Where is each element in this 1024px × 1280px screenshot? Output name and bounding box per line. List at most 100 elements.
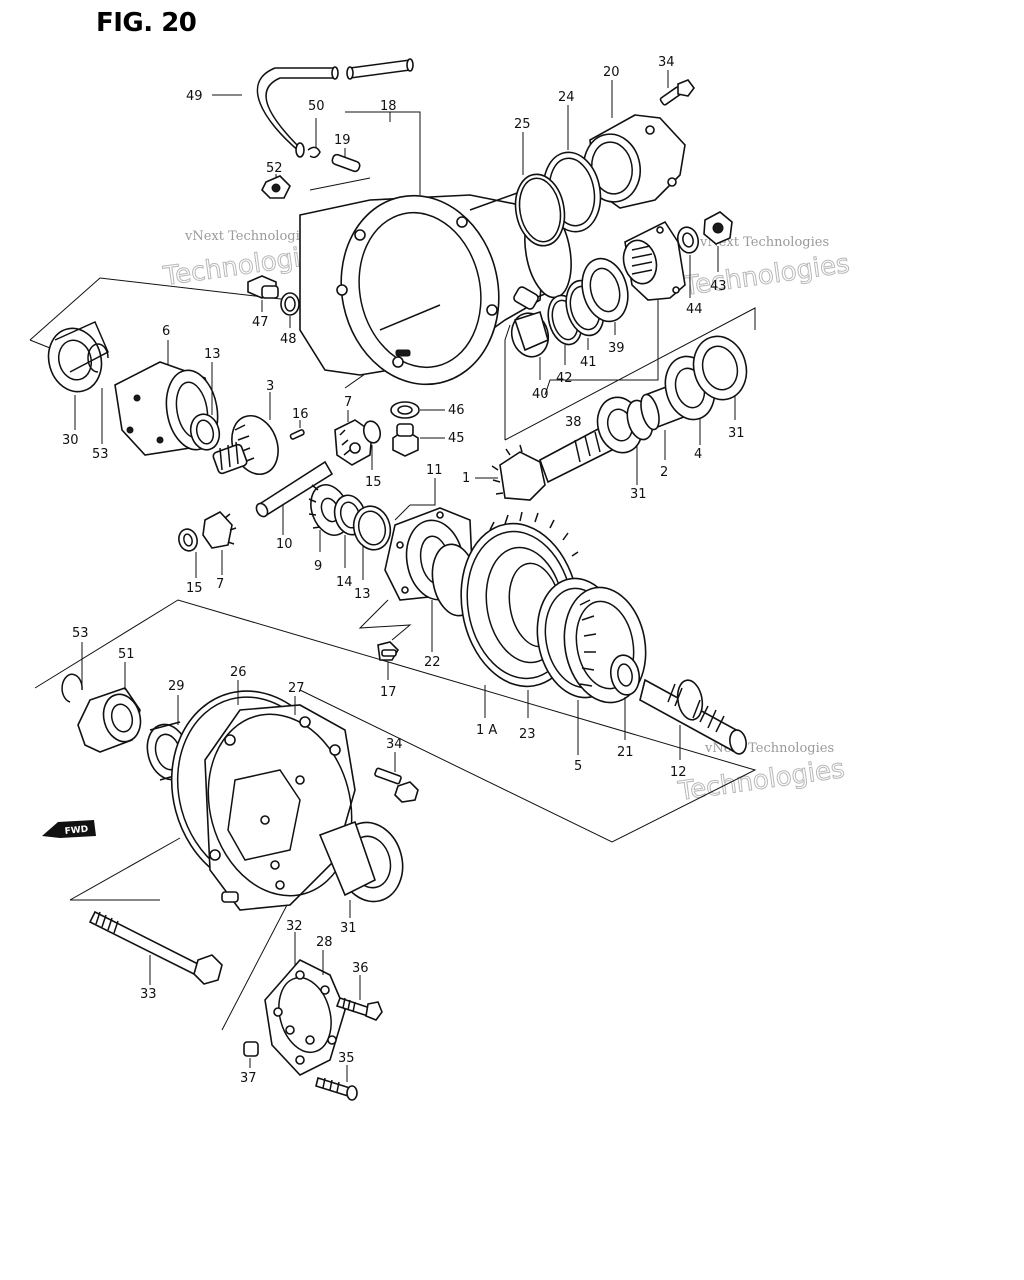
- pinion-shaft: [255, 460, 334, 518]
- callout-15-lower: 15: [186, 581, 203, 596]
- watermark-text: Technologies: [681, 249, 852, 302]
- cover-bolt-lower: [315, 1076, 358, 1101]
- callout-31-lower: 31: [340, 921, 357, 936]
- callout-53-top: 53: [92, 447, 109, 462]
- shim-ring: [352, 505, 392, 551]
- side-gear: [212, 415, 279, 475]
- pinion-small: [202, 511, 237, 549]
- nut-part: [261, 175, 291, 199]
- pinion-shaft-pin: [289, 429, 305, 440]
- callout-44: 44: [686, 302, 703, 317]
- long-bolt: [88, 910, 223, 985]
- callout-10: 10: [276, 537, 293, 552]
- callout-34-top: 34: [658, 55, 675, 70]
- vent-plug: [331, 153, 361, 173]
- callout-28: 28: [316, 935, 333, 950]
- callout-35: 35: [338, 1051, 355, 1066]
- callout-15-mid: 15: [365, 475, 382, 490]
- callout-37: 37: [240, 1071, 257, 1086]
- snap-ring-lower: [61, 673, 83, 703]
- side-case-bolt: [374, 767, 419, 803]
- oil-seal: [510, 310, 550, 358]
- watermark-text: vNext Technologies: [699, 235, 829, 250]
- callout-13-mid: 13: [354, 587, 371, 602]
- callout-7-lower: 7: [216, 577, 224, 592]
- leader-line: [410, 478, 436, 506]
- callout-38: 38: [565, 415, 582, 430]
- callout-23: 23: [519, 727, 536, 742]
- fwd-label: FWD: [64, 825, 88, 837]
- callout-31-mid: 31: [630, 487, 647, 502]
- callout-14: 14: [336, 575, 353, 590]
- cover-bolt-upper: [335, 996, 383, 1021]
- dowel-pin: [243, 1041, 259, 1057]
- gasket-washer: [280, 292, 300, 316]
- watermark-top-right: vNext Technologies Technologies: [680, 235, 852, 303]
- flange-nut: [703, 211, 733, 245]
- callout-30: 30: [62, 433, 79, 448]
- callout-39: 39: [608, 341, 625, 356]
- differential-pinion-gear: [334, 419, 373, 466]
- callout-40: 40: [532, 387, 549, 402]
- figure-title: FIG. 20: [96, 8, 197, 38]
- callout-42: 42: [556, 371, 573, 386]
- callout-18: 18: [380, 99, 397, 114]
- side-case-housing: [204, 704, 356, 911]
- leader-line: [358, 599, 412, 641]
- callout-1: 1: [462, 471, 470, 486]
- washer-small: [178, 528, 198, 552]
- callout-27: 27: [288, 681, 305, 696]
- side-case-bearing-cup: [318, 820, 404, 903]
- differential-carrier-housing: [299, 191, 572, 386]
- callout-51: 51: [118, 647, 135, 662]
- callout-24: 24: [558, 90, 575, 105]
- callout-49: 49: [186, 89, 203, 104]
- callout-50: 50: [308, 99, 325, 114]
- watermark-text: vNext Technologies: [184, 229, 314, 244]
- callout-labels: 49 50 18 19 52 47 48 25 24 20 34 45 46 6…: [62, 55, 745, 1086]
- leader-line: [309, 177, 371, 191]
- drive-pinion: [491, 426, 614, 501]
- callout-52: 52: [266, 161, 283, 176]
- callout-45: 45: [448, 431, 465, 446]
- callout-9: 9: [314, 559, 322, 574]
- leader-line: [544, 300, 659, 396]
- callout-17: 17: [380, 685, 397, 700]
- washer-flange: [676, 226, 700, 254]
- callout-1a: 1 A: [476, 723, 497, 738]
- output-shaft: [639, 678, 747, 755]
- pinion-thrust-washer: [362, 420, 382, 444]
- bearing-cup-outer: [692, 335, 748, 401]
- leader-line: [394, 504, 411, 521]
- callout-5: 5: [574, 759, 582, 774]
- callout-48: 48: [280, 332, 297, 347]
- side-bearing-cup: [47, 321, 109, 393]
- callout-36: 36: [352, 961, 369, 976]
- bearing-cone: [581, 257, 629, 323]
- callout-11: 11: [426, 463, 443, 478]
- shim-part: [514, 173, 566, 247]
- callout-32: 32: [286, 919, 303, 934]
- snap-ring: [87, 343, 109, 373]
- callout-16: 16: [292, 407, 309, 422]
- forward-direction-arrow: FWD: [42, 820, 96, 838]
- thrust-washer: [189, 413, 221, 451]
- callout-13-top: 13: [204, 347, 221, 362]
- callout-6: 6: [162, 324, 170, 339]
- filler-plug: [392, 423, 419, 457]
- rear-cover-plate: [264, 959, 346, 1076]
- watermark-text: Technologies: [676, 754, 847, 807]
- callout-29: 29: [168, 679, 185, 694]
- callout-7-top: 7: [344, 395, 352, 410]
- callout-25: 25: [514, 117, 531, 132]
- callout-53-lower: 53: [72, 626, 89, 641]
- breather-hose: [256, 58, 414, 158]
- callout-20: 20: [603, 65, 620, 80]
- callout-22: 22: [424, 655, 441, 670]
- callout-33: 33: [140, 987, 157, 1002]
- callout-3: 3: [266, 379, 274, 394]
- ring-gear-bolt: [377, 641, 400, 661]
- callout-46: 46: [448, 403, 465, 418]
- callout-26: 26: [230, 665, 247, 680]
